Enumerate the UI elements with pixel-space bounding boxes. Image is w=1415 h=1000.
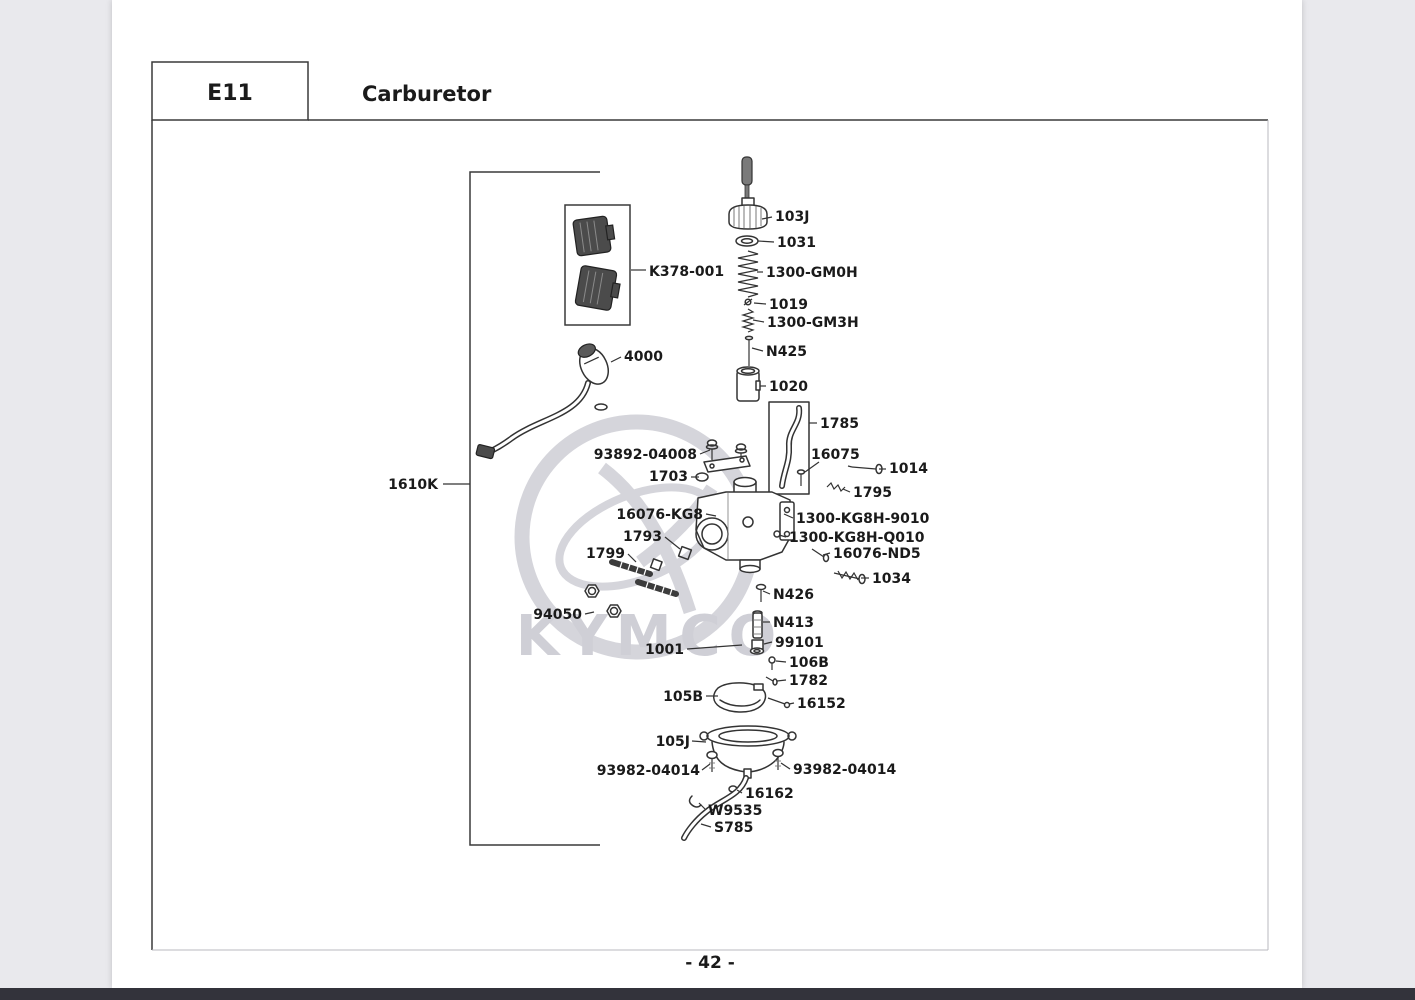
- part-label-1782: 1782: [789, 673, 828, 689]
- part-1795-spring: [826, 481, 846, 493]
- part-label-16076-nd5: 16076-ND5: [833, 546, 921, 562]
- part-label-16075: 16075: [811, 447, 860, 463]
- part-1014-screw: [847, 463, 883, 475]
- part-label-16152: 16152: [797, 696, 846, 712]
- part-93982-screws: [706, 748, 784, 772]
- part-label-1020: 1020: [769, 379, 808, 395]
- page-frame: [151, 61, 1269, 951]
- part-label-1031: 1031: [777, 235, 816, 251]
- part-label-93892-04008: 93892-04008: [594, 447, 697, 463]
- bracket-line: [469, 171, 600, 846]
- k378-box: [564, 204, 631, 326]
- part-label-1019: 1019: [769, 297, 808, 313]
- part-99101-mainjet: [749, 639, 765, 655]
- part-label-16162: 16162: [745, 786, 794, 802]
- part-n426-screw: [755, 583, 767, 602]
- part-105j-bowl: [699, 725, 797, 779]
- part-label-105j: 105J: [656, 734, 690, 750]
- part-label-1799: 1799: [586, 546, 625, 562]
- part-label-k378-001: K378-001: [649, 264, 724, 280]
- part-label-1703: 1703: [649, 469, 688, 485]
- part-label-94050: 94050: [533, 607, 582, 623]
- part-top-plate: [703, 455, 751, 473]
- bracket-1610k: [443, 171, 600, 846]
- part-1031-ring: [735, 235, 759, 247]
- part-1020-slide: [736, 366, 761, 402]
- page-title: Carburetor: [362, 82, 492, 106]
- part-label-106b: 106B: [789, 655, 829, 671]
- connector-boot-1: [572, 215, 616, 257]
- part-16075-fitting: [796, 469, 806, 486]
- part-label-1785: 1785: [820, 416, 859, 432]
- part-label-4000: 4000: [624, 349, 663, 365]
- part-label-1300-kg8h-9010: 1300-KG8H-9010: [796, 511, 930, 527]
- part-106b-plug: [768, 656, 776, 670]
- part-label-1300gm3h: 1300-GM3H: [767, 315, 859, 331]
- watermark-text: KYMCO: [516, 604, 784, 669]
- part-105b-float: [713, 682, 767, 713]
- part-label-1793: 1793: [623, 529, 662, 545]
- part-1799-studs: [609, 559, 679, 597]
- part-label-1300gm0h: 1300-GM0H: [766, 265, 858, 281]
- part-label-16076-kg8: 16076-KG8: [616, 507, 703, 523]
- part-1300gm0h-spring: [737, 250, 759, 298]
- part-n413-needlejet: [752, 610, 763, 639]
- part-label-1795: 1795: [853, 485, 892, 501]
- labels: E11 Carburetor - 42 - 103J 1031 1300-GM0…: [207, 81, 929, 973]
- part-label-1014: 1014: [889, 461, 928, 477]
- part-label-99101: 99101: [775, 635, 824, 651]
- page-number: - 42 -: [685, 953, 735, 973]
- part-label-1610k: 1610K: [388, 477, 439, 493]
- part-label-n426: N426: [773, 587, 814, 603]
- part-4000-sensor: [475, 343, 610, 460]
- part-cable-end: [741, 156, 753, 202]
- part-94050-nuts: [584, 584, 622, 618]
- part-1785-tube: [768, 401, 810, 495]
- part-label-93982-04014-right: 93982-04014: [793, 762, 896, 778]
- part-label-n425: N425: [766, 344, 807, 360]
- part-label-103j: 103J: [775, 209, 809, 225]
- part-1019-clip: [743, 298, 753, 306]
- scan-edge-strip: [0, 988, 1415, 1000]
- watermark-k-stroke-icon: [598, 462, 697, 614]
- part-103j-cap: [728, 197, 768, 230]
- part-n425-needle: [744, 335, 754, 366]
- part-16076nd5-screw: [811, 548, 830, 563]
- part-1300gm3h-spring: [740, 308, 756, 333]
- part-label-1001: 1001: [645, 642, 684, 658]
- part-label-1300-kg8h-q010: 1300-KG8H-Q010: [789, 530, 925, 546]
- part-label-s785: S785: [714, 820, 753, 836]
- part-1793-clip: [649, 545, 693, 572]
- part-label-105b: 105B: [663, 689, 703, 705]
- part-1782-screw: [765, 676, 778, 686]
- part-16152-pin: [767, 697, 791, 709]
- header-code-box: [151, 61, 309, 121]
- part-carb-body: [695, 476, 795, 574]
- k378-box-group: [564, 204, 631, 326]
- leader-lines: [584, 216, 886, 828]
- part-w9535-clip: [688, 795, 702, 808]
- page-code: E11: [207, 81, 253, 106]
- part-1034-screw: [833, 570, 866, 585]
- connector-boot-2: [574, 265, 621, 311]
- part-label-w9535: W9535: [708, 803, 762, 819]
- part-label-93982-04014-left: 93982-04014: [597, 763, 700, 779]
- part-label-1034: 1034: [872, 571, 911, 587]
- part-label-n413: N413: [773, 615, 814, 631]
